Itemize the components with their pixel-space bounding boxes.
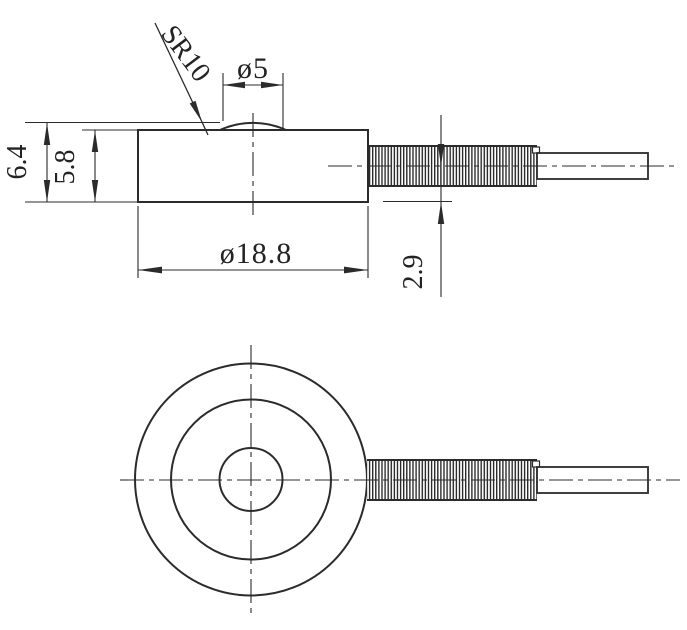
dimension-overall-height: 6.4	[2, 122, 51, 202]
arrow-left-icon	[223, 81, 245, 89]
dim-label-overall-height: 6.4	[2, 145, 33, 180]
arrow-up-icon	[437, 202, 445, 224]
thread-runout	[531, 146, 541, 154]
leader-tail	[201, 121, 209, 136]
dim-label-button-diameter: ø5	[237, 52, 269, 85]
dim-label-axis-offset: 2.9	[398, 255, 429, 290]
arrow-down-icon	[43, 180, 51, 202]
dim-label-body-height: 5.8	[50, 150, 81, 185]
dim-label-body-diameter: ø18.8	[220, 237, 293, 270]
arrow-up-icon	[91, 130, 99, 152]
dimension-body-height: 5.8	[50, 130, 99, 202]
front-view	[120, 345, 680, 613]
arrow-down-icon	[437, 144, 445, 166]
arrow-down-icon	[91, 180, 99, 202]
dimension-body-diameter: ø18.8	[138, 237, 368, 274]
thread-runout	[531, 460, 541, 468]
arrow-left-icon	[138, 266, 162, 274]
arrow-right-icon	[261, 81, 283, 89]
callout-sphere-radius: SR10	[154, 20, 217, 136]
leader-arrow-icon	[189, 100, 202, 122]
arrow-up-icon	[43, 123, 51, 145]
dim-label-sphere-radius: SR10	[154, 20, 216, 88]
dimension-button-diameter: ø5	[223, 52, 283, 89]
dimension-axis-offset: 2.9	[398, 115, 445, 297]
arrow-right-icon	[344, 266, 368, 274]
side-view: 6.4 5.8 ø5 ø18.8 2.9	[2, 20, 676, 297]
